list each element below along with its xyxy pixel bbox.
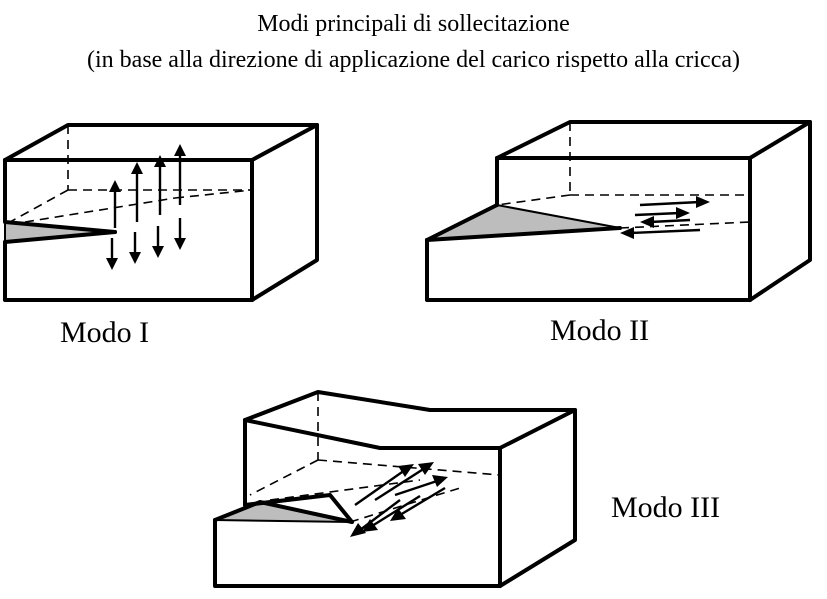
mode-3-block: [213, 390, 577, 588]
figure-title-line-2: (in base alla direzione di applicazione …: [87, 47, 740, 73]
mode-1-label: Modo I: [60, 316, 150, 349]
mode-1-load-arrows: [106, 144, 186, 270]
mode-3-label: Modo III: [611, 491, 721, 524]
mode-2-block: [425, 120, 812, 302]
mode-3-load-arrows: [350, 462, 448, 537]
mode-2-load-arrows: [620, 196, 710, 239]
figure-title-line-1: Modi principali di sollecitazione: [257, 11, 570, 37]
mode-2-label: Modo II: [550, 314, 650, 347]
